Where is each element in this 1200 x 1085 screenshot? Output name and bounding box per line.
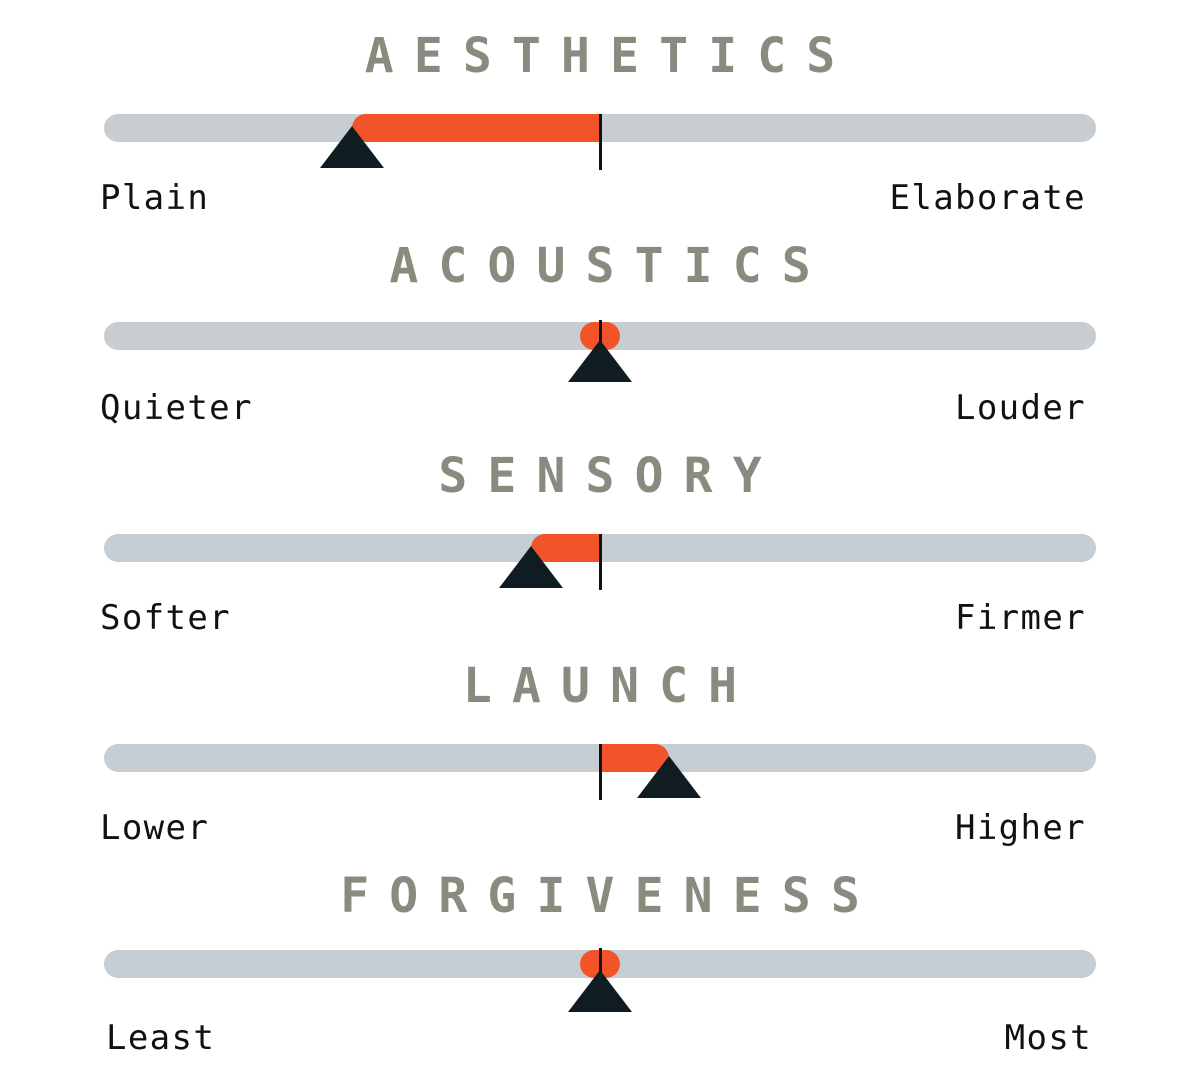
right-label: Firmer (955, 598, 1086, 638)
center-tick (599, 534, 602, 590)
slider-marker-icon[interactable] (498, 546, 563, 588)
left-label: Lower (100, 808, 210, 848)
center-tick (599, 114, 602, 170)
slider-marker-icon[interactable] (320, 126, 384, 168)
right-label: Most (1004, 1018, 1092, 1058)
scale-launch: LAUNCH Lower Higher (0, 658, 1200, 868)
left-label: Softer (100, 598, 231, 638)
slider-marker-icon[interactable] (637, 756, 702, 798)
scale-title: LAUNCH (462, 658, 758, 714)
center-tick (599, 744, 602, 800)
scale-aesthetics: AESTHETICS Plain Elaborate (0, 28, 1200, 238)
scale-title: AESTHETICS (364, 28, 856, 84)
right-label: Elaborate (889, 178, 1086, 218)
right-label: Higher (955, 808, 1086, 848)
scale-title: ACOUSTICS (389, 238, 831, 294)
left-label: Plain (100, 178, 210, 218)
slider-marker-icon[interactable] (568, 970, 632, 1012)
scale-sensory: SENSORY Softer Firmer (0, 448, 1200, 658)
left-label: Least (106, 1018, 216, 1058)
scale-forgiveness: FORGIVENESS Least Most (0, 868, 1200, 1078)
scale-fill (352, 114, 600, 142)
scale-acoustics: ACOUSTICS Quieter Louder (0, 238, 1200, 448)
scale-title: SENSORY (438, 448, 782, 504)
scale-title: FORGIVENESS (340, 868, 880, 924)
right-label: Louder (955, 388, 1086, 428)
left-label: Quieter (100, 388, 253, 428)
slider-marker-icon[interactable] (568, 340, 632, 382)
